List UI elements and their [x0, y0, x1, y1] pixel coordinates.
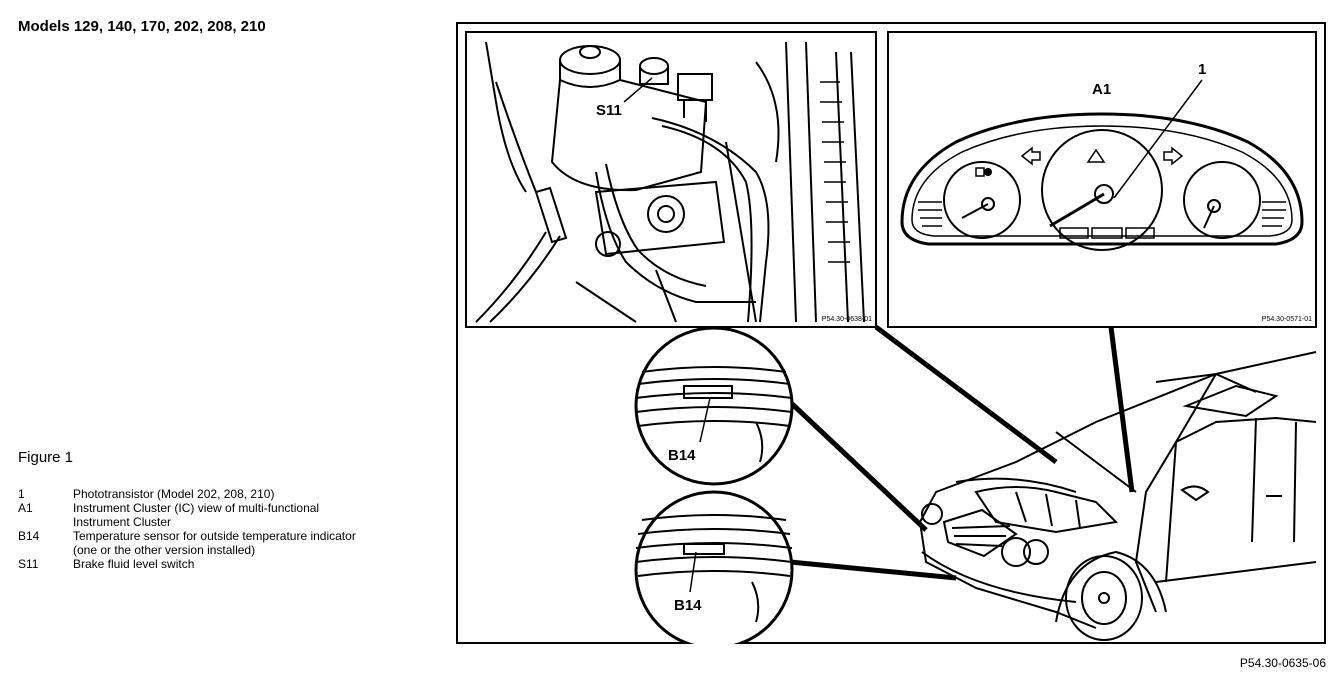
cluster-inset-frame — [887, 31, 1317, 328]
callout-lines — [788, 325, 1135, 581]
engine-bay-inset: S11 P54.30-0638-01 — [465, 31, 877, 328]
legend-item: B14 Temperature sensor for outside tempe… — [18, 529, 448, 557]
label-b14-bottom: B14 — [674, 597, 702, 614]
label-1: 1 — [1198, 61, 1206, 78]
figure-label: Figure 1 — [18, 449, 74, 466]
turn-right-arrow-icon — [1163, 146, 1184, 166]
leader-1 — [1113, 79, 1203, 199]
label-b14-top: B14 — [668, 447, 696, 464]
illustration-svg: S11 P54.30-0638-01 — [456, 22, 1326, 644]
legend-key: B14 — [18, 529, 40, 543]
car-illustration — [918, 351, 1317, 641]
figure-reference: P54.30-0635-06 — [1239, 656, 1326, 670]
legend-description: Phototransistor (Model 202, 208, 210) — [73, 487, 275, 501]
legend-item: S11 Brake fluid level switch — [18, 557, 448, 571]
legend-description: Brake fluid level switch — [73, 557, 195, 571]
legend-key: S11 — [18, 557, 39, 571]
legend-item: A1 Instrument Cluster (IC) view of multi… — [18, 501, 448, 529]
label-a1: A1 — [1092, 81, 1111, 98]
legend-key: A1 — [18, 501, 33, 515]
legend-description: Instrument Cluster (IC) view of multi-fu… — [73, 501, 320, 529]
cluster-housing — [900, 112, 1304, 246]
ref-cluster: P54.30-0571-01 — [1262, 316, 1312, 323]
legend-key: 1 — [18, 487, 25, 501]
page-title: Models 129, 140, 170, 202, 208, 210 — [18, 18, 266, 35]
ref-engine: P54.30-0638-01 — [822, 316, 872, 323]
b14-detail-top: B14 — [634, 326, 794, 486]
turn-left-arrow-icon — [1020, 146, 1041, 166]
right-gauge — [1183, 161, 1261, 239]
legend-description: Temperature sensor for outside temperatu… — [73, 529, 356, 557]
leader-s11 — [623, 77, 653, 103]
speedometer — [1041, 129, 1163, 251]
legend-item: 1 Phototransistor (Model 202, 208, 210) — [18, 487, 448, 501]
legend: 1 Phototransistor (Model 202, 208, 210) … — [18, 487, 448, 571]
left-gauge — [943, 161, 1021, 239]
label-s11: S11 — [596, 102, 622, 119]
technical-illustration: S11 P54.30-0638-01 — [456, 22, 1326, 644]
instrument-cluster-inset: A1 1 P54.30-0571-01 — [887, 31, 1317, 328]
b14-detail-bottom: B14 — [634, 490, 794, 644]
